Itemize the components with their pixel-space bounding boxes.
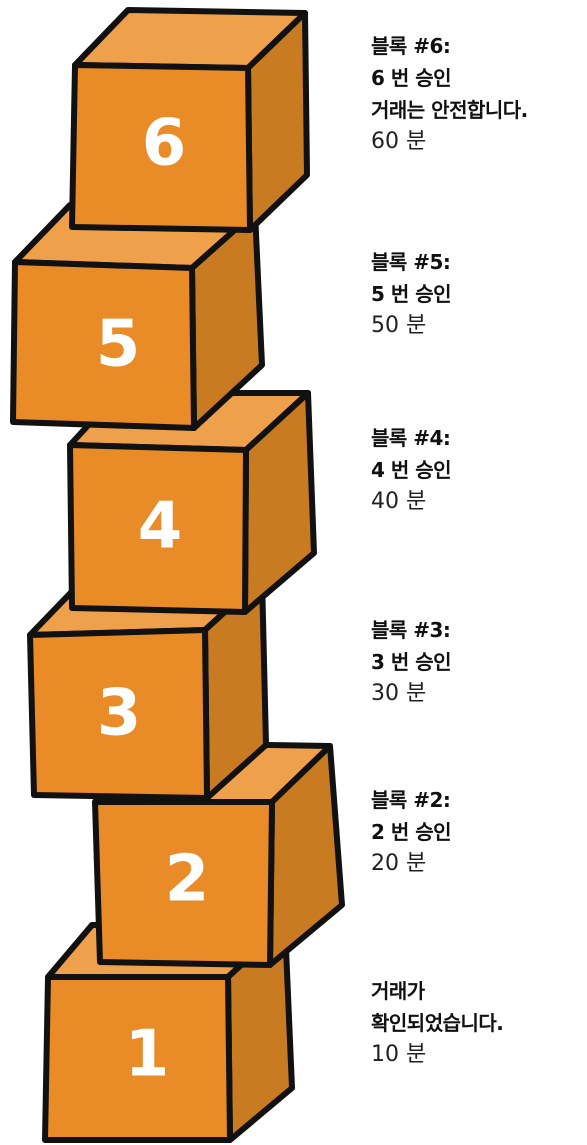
caption-time: 30 분: [371, 681, 427, 706]
cube-front-face: [92, 799, 275, 968]
caption-block-4: 블록 #4: 4 번 승인 40 분: [371, 422, 452, 518]
caption-time: 50 분: [371, 313, 427, 338]
cube-front-face: [42, 974, 233, 1143]
caption-status: 확인되었습니다.: [371, 1011, 504, 1035]
block-number: 6: [142, 107, 187, 181]
cube-front-face: [10, 259, 197, 431]
cube-front-face: [69, 62, 253, 233]
caption-time: 10 분: [371, 1042, 427, 1067]
caption-confirmations: 5 번 승인: [371, 282, 452, 306]
caption-status: 거래는 안전합니다.: [371, 98, 528, 122]
caption-time: 60 분: [371, 129, 427, 154]
block-cube-5: 5: [10, 202, 265, 431]
caption-time: 20 분: [371, 851, 427, 876]
caption-block-6: 블록 #6: 6 번 승인 거래는 안전합니다. 60 분: [371, 30, 528, 158]
cube-front-face: [67, 442, 249, 615]
caption-block-1: 거래가 확인되었습니다. 10 분: [371, 975, 504, 1071]
block-number: 3: [97, 677, 142, 751]
caption-block-2: 블록 #2: 2 번 승인 20 분: [371, 784, 452, 880]
caption-confirmations: 2 번 승인: [371, 820, 452, 844]
caption-title: 블록 #6:: [371, 34, 451, 58]
caption-title: 거래가: [371, 979, 425, 1003]
block-number: 5: [96, 308, 141, 382]
caption-time: 40 분: [371, 489, 427, 514]
caption-title: 블록 #2:: [371, 788, 451, 812]
block-number: 4: [138, 490, 183, 564]
cube-front-face: [27, 627, 210, 801]
caption-title: 블록 #3:: [371, 618, 451, 642]
caption-block-3: 블록 #3: 3 번 승인 30 분: [371, 614, 452, 710]
block-number: 2: [165, 843, 210, 917]
block-cube-6: 6: [69, 7, 310, 233]
caption-title: 블록 #4:: [371, 426, 451, 450]
caption-block-5: 블록 #5: 5 번 승인 50 분: [371, 246, 452, 342]
caption-confirmations: 4 번 승인: [371, 458, 452, 482]
caption-confirmations: 6 번 승인: [371, 66, 452, 90]
caption-title: 블록 #5:: [371, 250, 451, 274]
block-number: 1: [125, 1018, 170, 1092]
caption-confirmations: 3 번 승인: [371, 650, 452, 674]
